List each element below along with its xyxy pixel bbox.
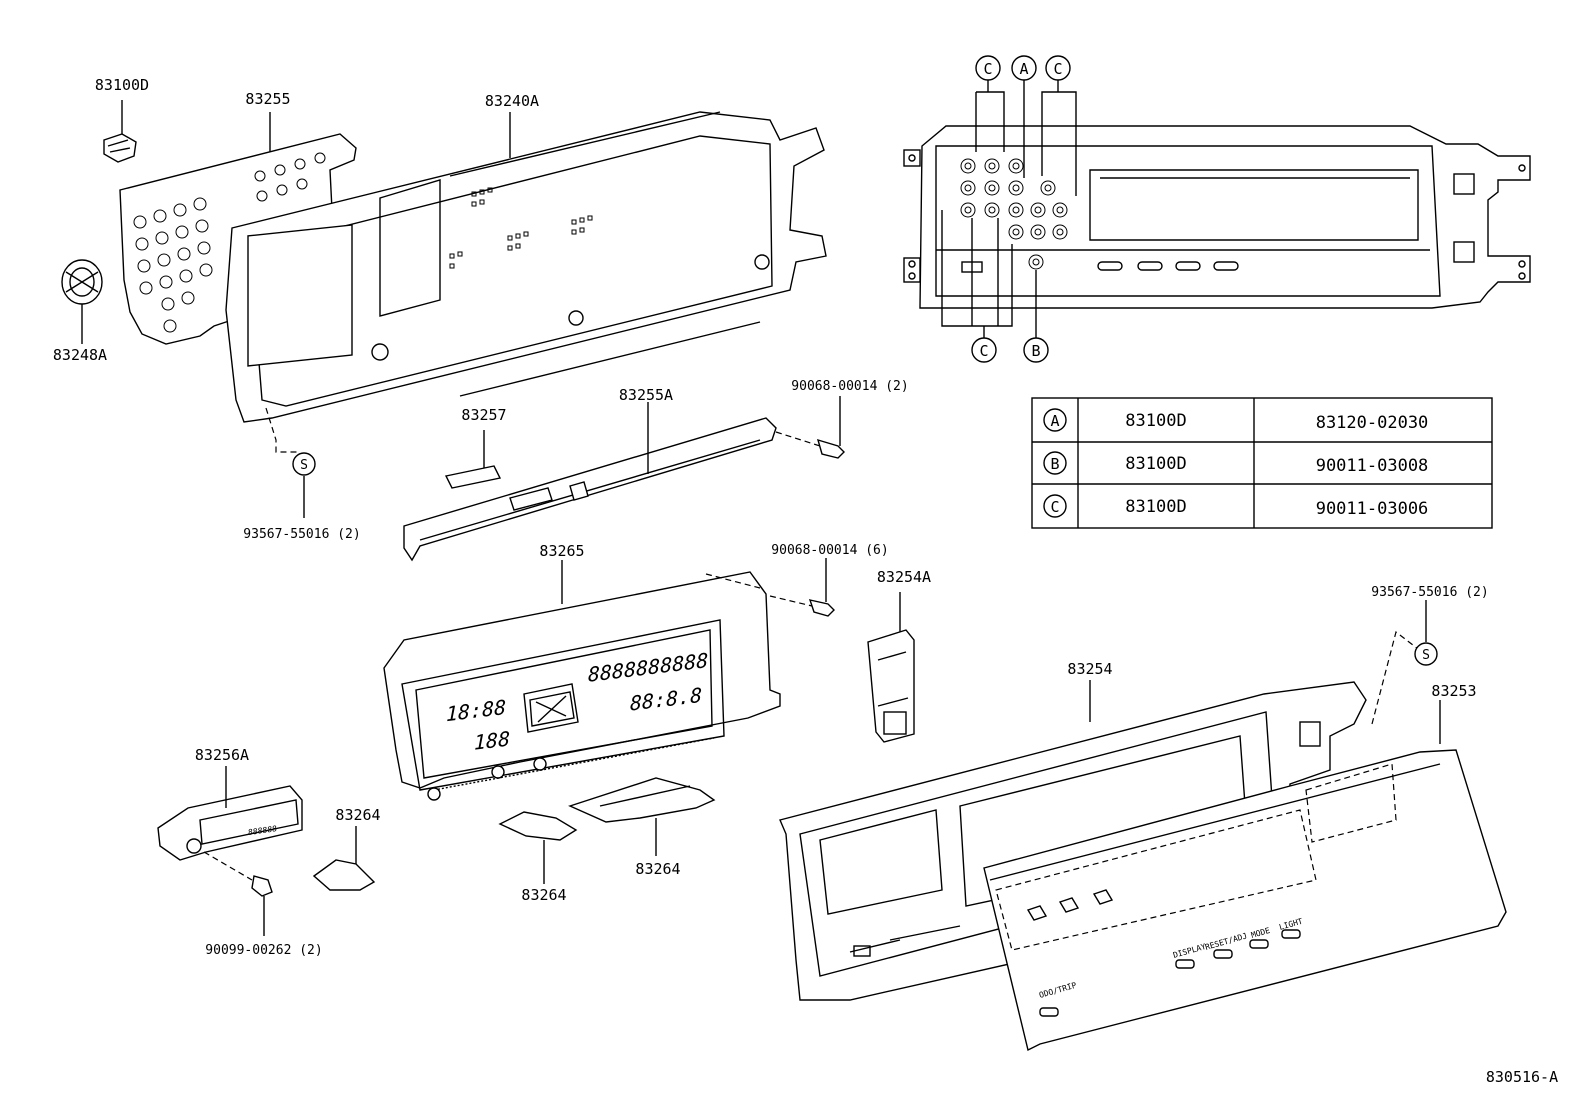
table-row-bulb: 83100D bbox=[1125, 454, 1186, 474]
screw-90068-6 bbox=[705, 558, 835, 617]
callout-c-top-left: C bbox=[975, 55, 1001, 81]
clip-83264-middle bbox=[498, 811, 578, 884]
display-button bbox=[1175, 959, 1195, 969]
callout-c-text: C bbox=[979, 342, 988, 360]
table-row-part-number: 90011-03008 bbox=[1316, 456, 1429, 476]
label-83240A: 83240A bbox=[485, 92, 539, 110]
label-83264-left: 83264 bbox=[335, 806, 380, 824]
callout-c-text: C bbox=[983, 60, 992, 78]
table-row-mark: A bbox=[1050, 412, 1059, 430]
label-83254: 83254 bbox=[1067, 660, 1112, 678]
circuit-board-83255A bbox=[403, 402, 777, 562]
label-83257: 83257 bbox=[461, 406, 506, 424]
label-93567-left: 93567-55016 (2) bbox=[243, 527, 360, 542]
meter-housing-83240A bbox=[225, 111, 827, 423]
marker-s-label: S bbox=[1422, 648, 1430, 663]
table-row-bulb: 83100D bbox=[1125, 411, 1186, 431]
label-83254A: 83254A bbox=[877, 568, 931, 586]
table-row: A 83100D 83120-02030 bbox=[1043, 408, 1429, 433]
odo-button bbox=[1039, 1007, 1059, 1017]
lcd-small-digits: 188 bbox=[474, 726, 510, 754]
part-labels: 83100D 83255 83240A 83248A 93567-55016 (… bbox=[53, 76, 1558, 1086]
table-row-mark: B bbox=[1050, 455, 1059, 473]
callout-c-top-right: C bbox=[1045, 55, 1071, 81]
clip-83264-left bbox=[312, 826, 376, 891]
screw-90099 bbox=[203, 851, 273, 936]
callout-b-text: B bbox=[1031, 342, 1040, 360]
label-90068-6: 90068-00014 (6) bbox=[771, 543, 888, 558]
label-83255A: 83255A bbox=[619, 386, 673, 404]
display-board-83265: 8888888888 18:88 88:8.8 188 bbox=[383, 560, 781, 801]
table-row: B 83100D 90011-03008 bbox=[1043, 451, 1429, 476]
label-83256A: 83256A bbox=[195, 746, 249, 764]
front-glass-83253: DISPLAY RESET/ADJ MODE LIGHT ODO/TRIP bbox=[983, 700, 1507, 1052]
table-row-part-number: 90011-03006 bbox=[1316, 499, 1429, 519]
label-83248A: 83248A bbox=[53, 346, 107, 364]
clip-83264-right bbox=[568, 777, 716, 856]
table-row-bulb: 83100D bbox=[1125, 497, 1186, 517]
screw-marker-right: S bbox=[1371, 600, 1438, 725]
label-83264-right: 83264 bbox=[635, 860, 680, 878]
label-83255: 83255 bbox=[245, 90, 290, 108]
table-row: C 83100D 90011-03006 bbox=[1043, 494, 1429, 519]
diagram-reference-code: 830516-A bbox=[1486, 1068, 1558, 1086]
bulb-reference-table: A 83100D 83120-02030 B 83100D 90011-0300… bbox=[1031, 397, 1493, 529]
label-93567-right: 93567-55016 (2) bbox=[1371, 585, 1488, 600]
label-83253: 83253 bbox=[1431, 682, 1476, 700]
callout-a-text: A bbox=[1019, 60, 1028, 78]
mode-button bbox=[1249, 939, 1269, 949]
table-row-part-number: 83120-02030 bbox=[1316, 413, 1429, 433]
callout-b-bottom: B bbox=[1023, 337, 1049, 363]
bulb-location-view: C A C C B bbox=[903, 55, 1531, 363]
callout-c-bottom: C bbox=[971, 337, 997, 363]
label-83264-middle: 83264 bbox=[521, 886, 566, 904]
marker-s-label: S bbox=[300, 458, 308, 473]
screw-90068-2 bbox=[775, 396, 845, 459]
label-90099: 90099-00262 (2) bbox=[205, 943, 322, 958]
reset-button bbox=[1213, 949, 1233, 959]
callout-a-top: A bbox=[1011, 55, 1037, 81]
bulb-socket-83100D bbox=[103, 100, 137, 163]
label-90068-2: 90068-00014 (2) bbox=[791, 379, 908, 394]
label-83100D: 83100D bbox=[95, 76, 149, 94]
label-83265: 83265 bbox=[539, 542, 584, 560]
light-button bbox=[1281, 929, 1301, 939]
table-row-mark: C bbox=[1050, 498, 1059, 516]
switch-83254A bbox=[867, 592, 915, 743]
screw-marker-left: S bbox=[265, 407, 316, 518]
mini-lcd-digits: 888888 bbox=[248, 824, 277, 837]
socket-83248A bbox=[61, 259, 103, 344]
callout-c-text: C bbox=[1053, 60, 1062, 78]
display-module-83256A: 888888 bbox=[157, 766, 303, 861]
connector-83257 bbox=[444, 430, 502, 489]
